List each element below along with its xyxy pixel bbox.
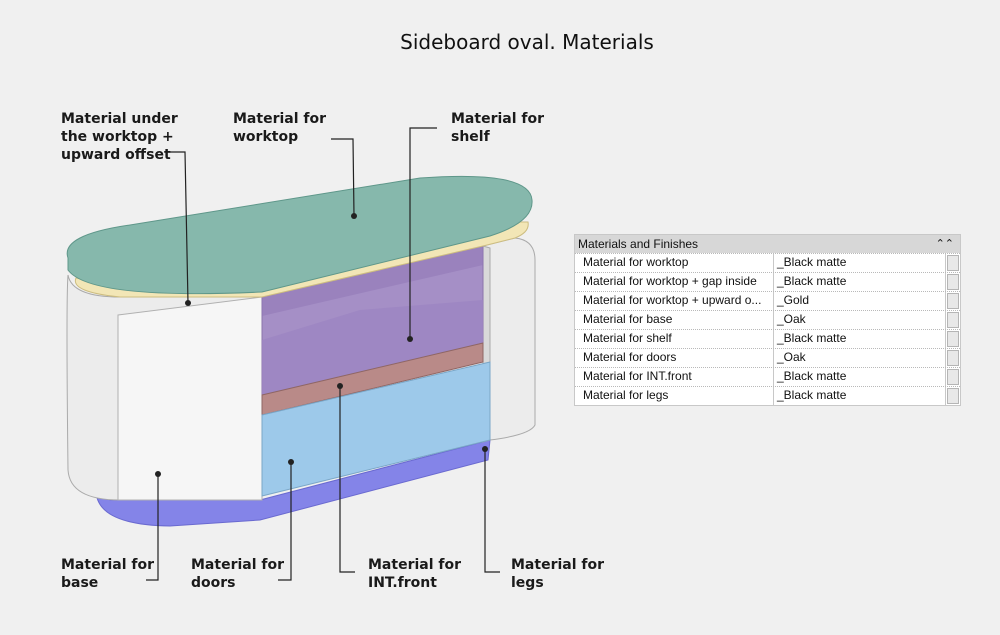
base-right-shape bbox=[481, 237, 536, 441]
browse-material-button[interactable] bbox=[947, 293, 959, 309]
callout-int-front: Material for INT.front bbox=[368, 557, 462, 591]
shelf-interior-top bbox=[262, 246, 483, 316]
property-name: Material for INT.front bbox=[575, 368, 774, 386]
properties-header-label: Materials and Finishes bbox=[578, 237, 699, 251]
leader-legs bbox=[484, 449, 500, 573]
marker-under-worktop bbox=[185, 300, 191, 306]
property-row[interactable]: Material for worktop_Black matte bbox=[575, 253, 960, 272]
worktop-shape bbox=[66, 175, 533, 295]
marker-base bbox=[155, 471, 161, 477]
browse-material-button[interactable] bbox=[947, 312, 959, 328]
browse-material-button[interactable] bbox=[947, 331, 959, 347]
marker-shelf bbox=[407, 336, 413, 342]
property-row[interactable]: Material for legs_Black matte bbox=[575, 386, 960, 405]
marker-doors bbox=[288, 459, 294, 465]
property-name: Material for worktop + gap inside bbox=[575, 273, 774, 291]
leader-base bbox=[146, 474, 159, 581]
leader-shelf bbox=[409, 127, 437, 339]
property-name: Material for doors bbox=[575, 349, 774, 367]
property-row[interactable]: Material for base_Oak bbox=[575, 310, 960, 329]
property-value[interactable]: _Oak bbox=[774, 349, 946, 367]
property-name: Material for legs bbox=[575, 387, 774, 405]
marker-int-front bbox=[337, 383, 343, 389]
property-name: Material for worktop bbox=[575, 254, 774, 272]
browse-material-button[interactable] bbox=[947, 274, 959, 290]
browse-material-button[interactable] bbox=[947, 255, 959, 271]
property-row[interactable]: Material for doors_Oak bbox=[575, 348, 960, 367]
shelf-interior-floor bbox=[262, 300, 483, 395]
property-value[interactable]: _Gold bbox=[774, 292, 946, 310]
property-value[interactable]: _Black matte bbox=[774, 273, 946, 291]
doors-shape bbox=[261, 361, 491, 497]
callout-under-worktop: Material under the worktop + upward offs… bbox=[61, 111, 178, 163]
leader-under-worktop bbox=[166, 151, 189, 304]
materials-properties-panel: Materials and Finishes ⌃⌃ Material for w… bbox=[574, 234, 961, 406]
property-value[interactable]: _Black matte bbox=[774, 330, 946, 348]
browse-material-button[interactable] bbox=[947, 350, 959, 366]
callout-worktop: Material for worktop bbox=[233, 111, 327, 145]
base-left-front bbox=[117, 296, 263, 501]
marker-legs bbox=[482, 446, 488, 452]
leader-worktop bbox=[331, 138, 355, 217]
browse-material-button[interactable] bbox=[947, 369, 959, 385]
leader-int-front bbox=[339, 386, 355, 573]
property-name: Material for base bbox=[575, 311, 774, 329]
double-chevron-up-icon[interactable]: ⌃⌃ bbox=[935, 238, 954, 250]
callout-legs: Material for legs bbox=[511, 557, 605, 591]
property-row[interactable]: Material for worktop + gap inside_Black … bbox=[575, 272, 960, 291]
callout-shelf: Material for shelf bbox=[451, 111, 545, 145]
page-title: Sideboard oval. Materials bbox=[400, 30, 654, 54]
property-row[interactable]: Material for shelf_Black matte bbox=[575, 329, 960, 348]
int-front-shape bbox=[261, 342, 484, 416]
property-row[interactable]: Material for INT.front_Black matte bbox=[575, 367, 960, 386]
property-value[interactable]: _Oak bbox=[774, 311, 946, 329]
property-name: Material for worktop + upward o... bbox=[575, 292, 774, 310]
leader-doors bbox=[278, 462, 292, 581]
marker-worktop bbox=[351, 213, 357, 219]
property-value[interactable]: _Black matte bbox=[774, 387, 946, 405]
properties-header[interactable]: Materials and Finishes ⌃⌃ bbox=[575, 235, 960, 253]
callout-doors: Material for doors bbox=[191, 557, 285, 591]
browse-material-button[interactable] bbox=[947, 388, 959, 404]
property-value[interactable]: _Black matte bbox=[774, 368, 946, 386]
property-value[interactable]: _Black matte bbox=[774, 254, 946, 272]
property-name: Material for shelf bbox=[575, 330, 774, 348]
callout-base: Material for base bbox=[61, 557, 155, 591]
property-row[interactable]: Material for worktop + upward o..._Gold bbox=[575, 291, 960, 310]
